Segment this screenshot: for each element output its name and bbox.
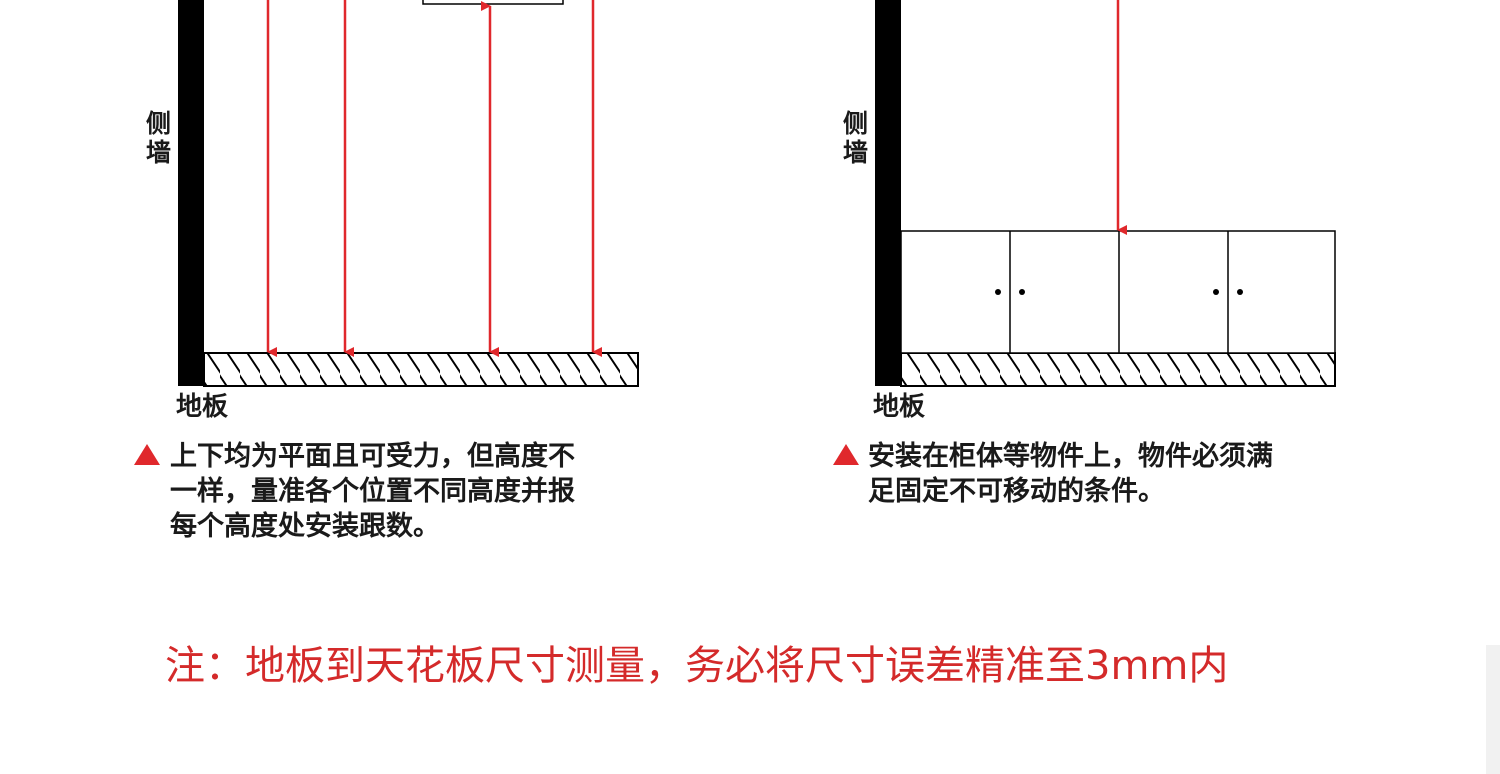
right-caption-line-1: 安装在柜体等物件上，物件必须满 (868, 440, 1273, 472)
cabinet-handle-1 (995, 289, 1001, 295)
right-floor-hatch (900, 352, 1336, 387)
right-caption-line-2: 足固定不可移动的条件。 (868, 475, 1165, 507)
left-floor-hatch (203, 352, 639, 387)
cabinet-handle-3 (1213, 289, 1219, 295)
cabinet-handle-2 (1019, 289, 1025, 295)
right-bullet-icon (833, 444, 859, 465)
left-bullet-icon (134, 444, 160, 465)
left-floor-label: 地板 (176, 392, 228, 422)
left-caption-line-3: 每个高度处安装跟数。 (170, 510, 440, 542)
left-side-wall-label-1: 侧 (146, 109, 171, 138)
left-diagram: 侧 墙 地板 上下均为平面且可受力，但高度不 一样，量准各个位置不同高度并报 每… (134, 0, 639, 542)
right-side-wall (875, 0, 901, 386)
right-floor-label: 地板 (873, 392, 925, 422)
right-diagram: 侧 墙 地板 安装在柜体等物件上，物件必须满 足固定不可移动的条件。 (833, 0, 1336, 507)
left-side-wall (178, 0, 204, 386)
right-side-wall-label-2: 墙 (843, 138, 868, 167)
left-caption-line-1: 上下均为平面且可受力，但高度不 (170, 440, 575, 472)
left-ceiling-drop-block (422, 0, 564, 5)
left-caption-line-2: 一样，量准各个位置不同高度并报 (170, 475, 575, 507)
right-side-wall-label-1: 侧 (843, 109, 868, 138)
measurement-note: 注：地板到天花板尺寸测量，务必将尺寸误差精准至3mm内 (165, 643, 1228, 689)
cabinet (900, 230, 1336, 354)
left-side-wall-label-2: 墙 (146, 138, 171, 167)
edge-strip (1486, 645, 1500, 774)
cabinet-handle-4 (1237, 289, 1243, 295)
